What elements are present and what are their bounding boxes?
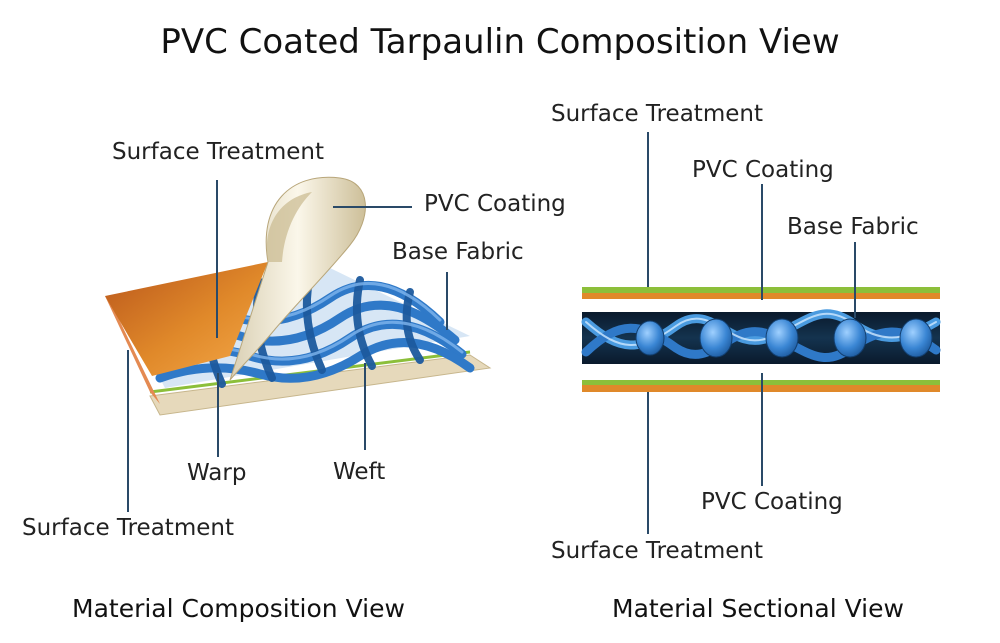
label-base-fabric-right: Base Fabric: [787, 214, 919, 240]
curled-pvc-coating: [229, 176, 366, 381]
label-surface-treatment-bottom-right: Surface Treatment: [551, 538, 763, 564]
label-surface-treatment-bottom-left: Surface Treatment: [22, 515, 234, 541]
diagram-title: PVC Coated Tarpaulin Composition View: [160, 22, 840, 62]
label-surface-treatment-top-right: Surface Treatment: [551, 101, 763, 127]
label-warp: Warp: [187, 460, 247, 486]
label-pvc-coating-top-right: PVC Coating: [692, 157, 834, 183]
label-surface-treatment-top-left: Surface Treatment: [112, 139, 324, 165]
left-edge-strip: [105, 296, 160, 404]
right-leader-lines: [647, 132, 856, 534]
left-leader-lines: [127, 180, 448, 512]
label-weft: Weft: [333, 459, 386, 485]
composition-illustration: [105, 176, 492, 416]
orange-surface-sheet: [105, 262, 268, 376]
caption-composition-view: Material Composition View: [72, 594, 405, 623]
sectional-warp-nodes: [635, 318, 933, 358]
caption-sectional-view: Material Sectional View: [612, 594, 904, 623]
label-base-fabric-left: Base Fabric: [392, 239, 524, 265]
bottom-surface-layer: [149, 354, 492, 416]
label-pvc-coating-bottom-right: PVC Coating: [701, 489, 843, 515]
label-pvc-coating-left: PVC Coating: [424, 191, 566, 217]
